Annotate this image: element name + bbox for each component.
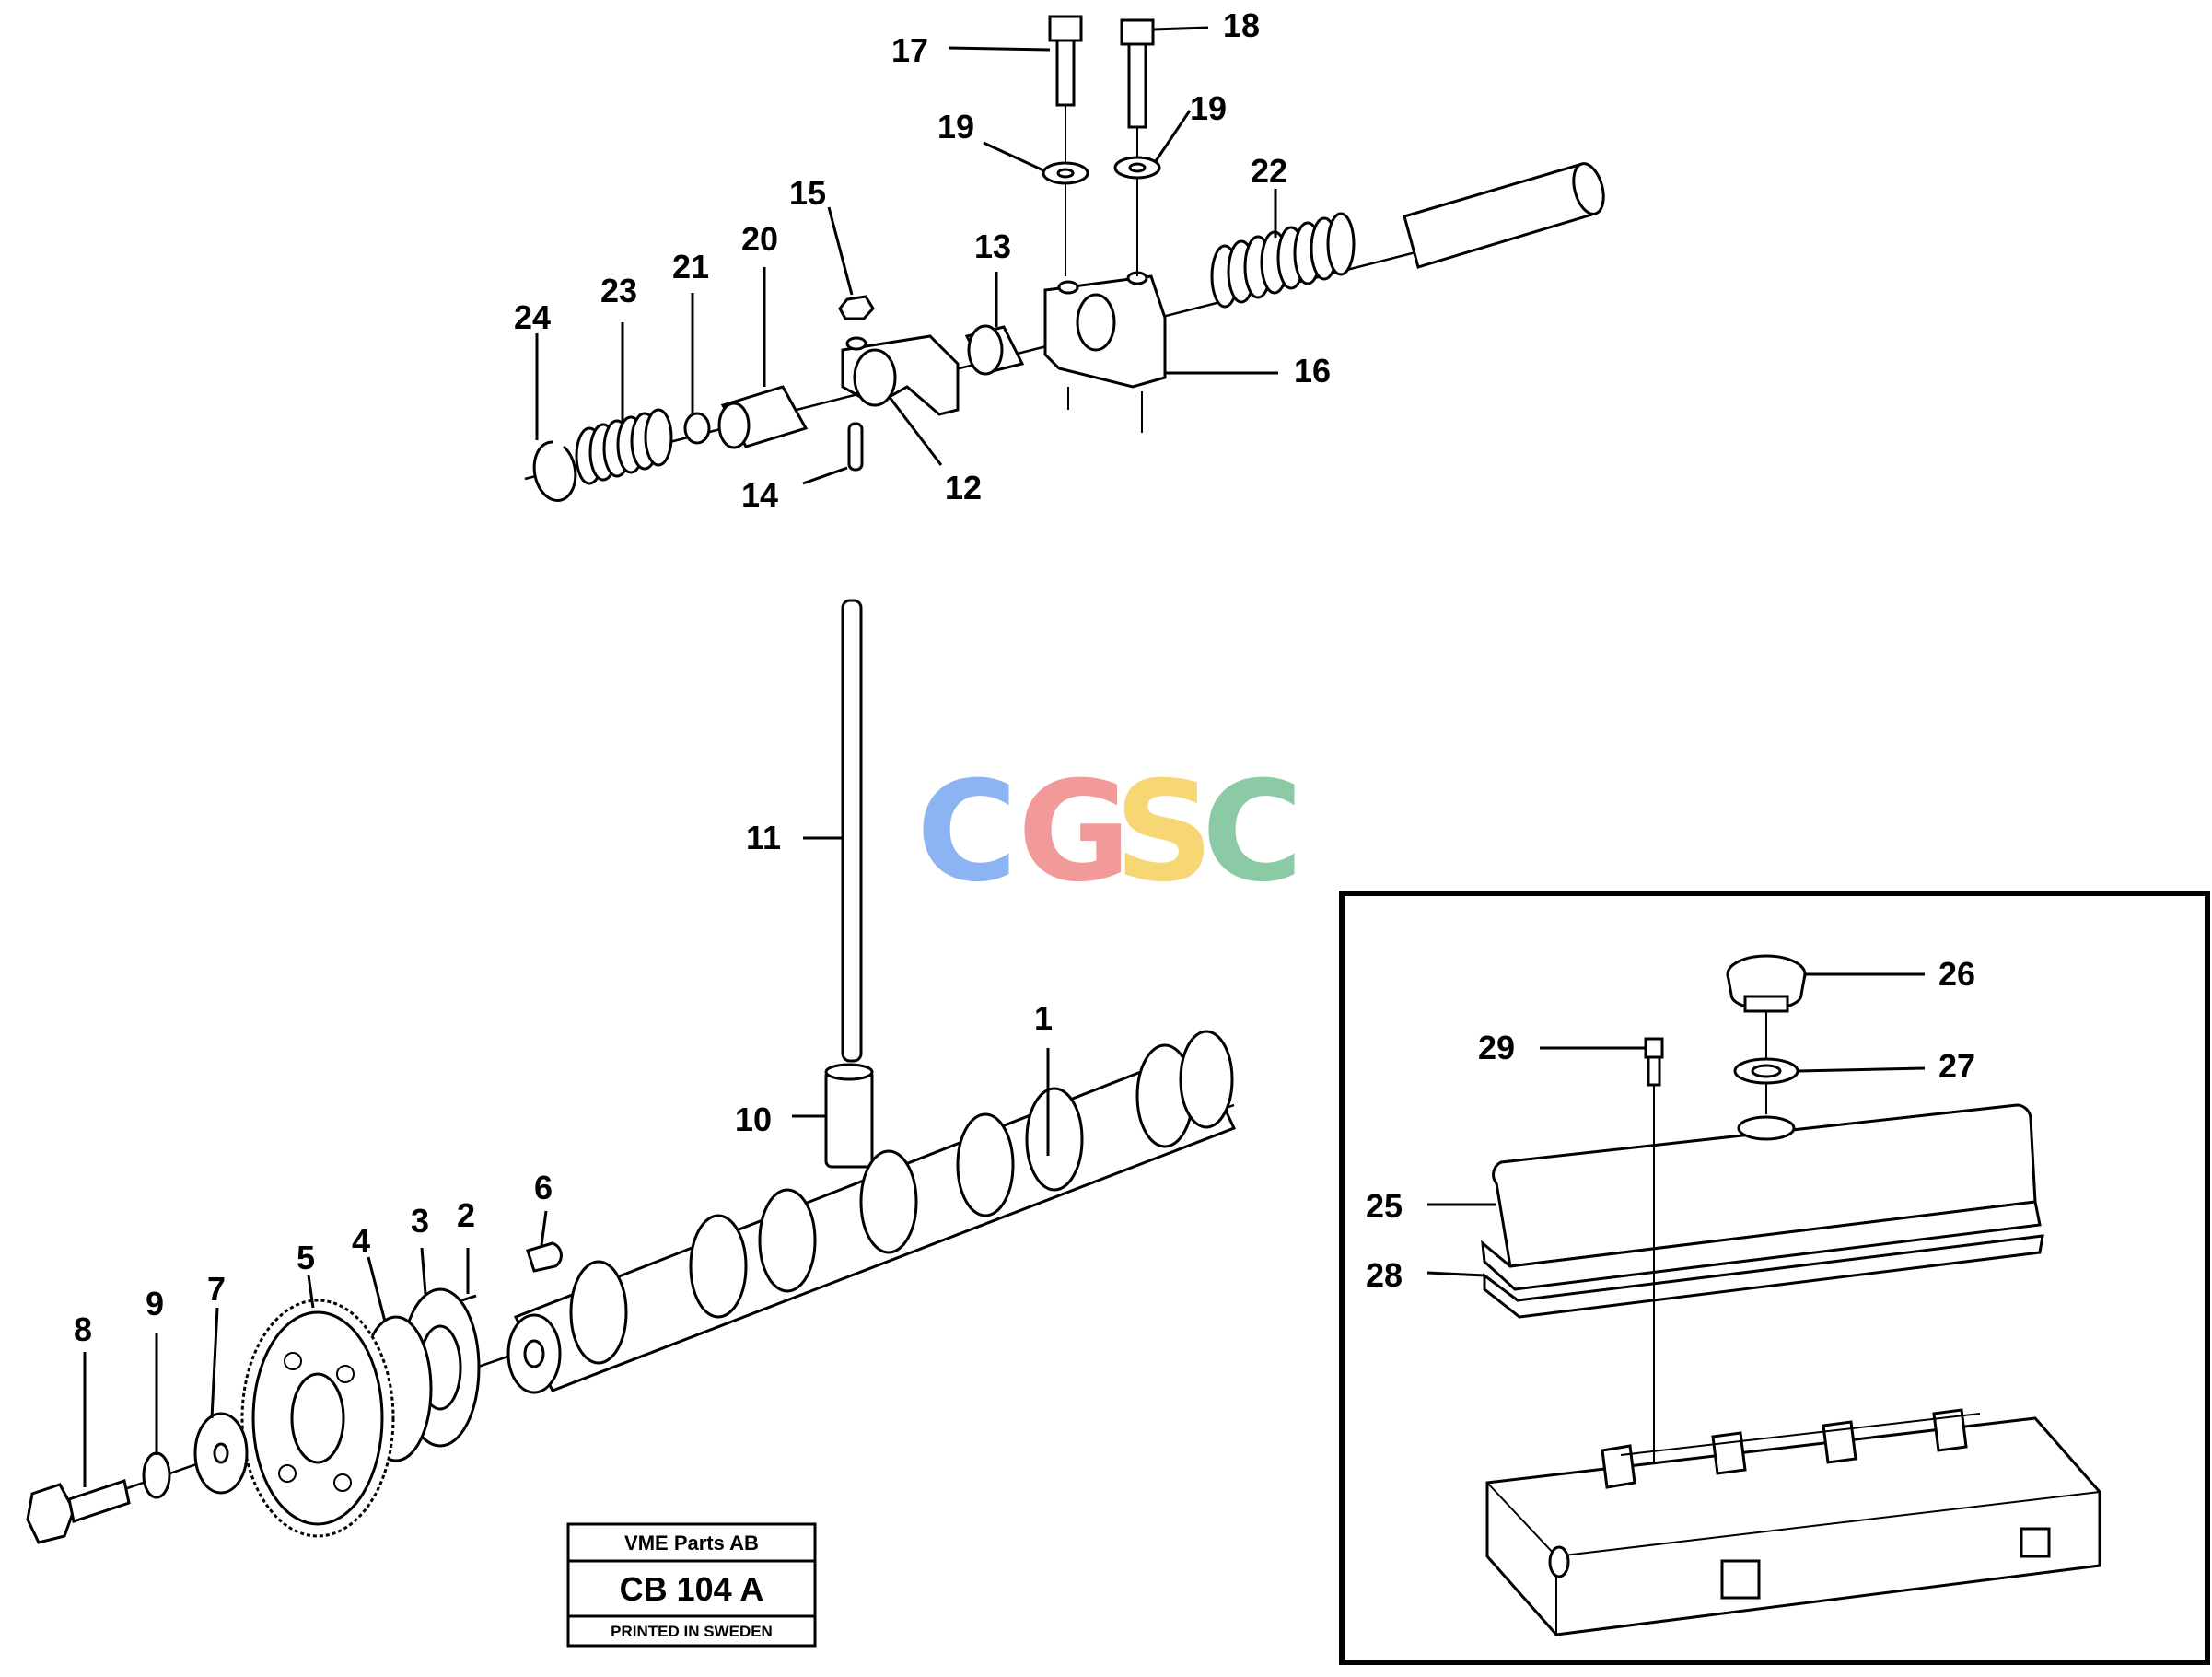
callout-10: 10 [735,1101,772,1138]
callout-6: 6 [534,1169,553,1206]
callout-28: 28 [1366,1256,1403,1294]
cover-bolt [1644,1037,1664,1510]
callout-21: 21 [672,248,709,285]
camshaft-assembly [26,1030,1237,1544]
spring-23 [575,408,673,485]
inset-frame [1339,891,2210,1665]
bolt-8 [26,1479,131,1544]
callout-24: 24 [514,298,551,336]
callout-12: 12 [945,469,982,507]
callout-labels: 1 2 3 4 5 6 7 8 9 10 11 12 13 14 15 16 1… [74,6,1975,1348]
callout-19-left: 19 [937,108,974,146]
adjusting-nut [838,295,875,320]
callout-9: 9 [146,1285,164,1322]
push-rod [841,599,863,1063]
callout-3: 3 [411,1202,429,1240]
rocker-shaft-end [1572,162,1605,215]
drawing-label-box: VME Parts AB CB 104 A PRINTED IN SWEDEN [566,1522,817,1648]
callout-2: 2 [457,1196,475,1234]
bushing-20 [717,385,809,449]
leader-lines [83,26,1926,1487]
oil-filler-cap [1726,954,1807,1013]
watermark-letter-1: C [916,752,1018,913]
callout-17: 17 [891,31,928,69]
callout-7: 7 [207,1270,226,1308]
callout-29: 29 [1478,1029,1515,1066]
printed-in-note: PRINTED IN SWEDEN [611,1623,773,1640]
watermark-letter-3: S [1114,752,1214,913]
callout-27: 27 [1938,1047,1975,1085]
callout-14: 14 [741,476,778,514]
callout-13: 13 [974,227,1011,265]
lock-washer [142,1451,171,1499]
woodruff-key [526,1241,563,1273]
valve-cover [1481,1103,2042,1291]
callout-26: 26 [1938,955,1975,993]
callout-5: 5 [297,1239,315,1276]
callout-16: 16 [1294,352,1331,390]
push-rod-and-tappet [824,599,874,1169]
callout-11: 11 [746,819,781,856]
watermark: C G S C [916,752,1303,913]
circlip [532,440,577,502]
callout-20: 20 [741,220,778,258]
inset-valve-cover [1339,891,2210,1665]
valve-cover-gasket [1483,1234,2044,1319]
tappet [824,1068,874,1169]
callout-4: 4 [352,1222,370,1260]
cylinder-head [1485,1408,2101,1636]
callout-25: 25 [1366,1187,1403,1225]
drawing-code: CB 104 A [620,1570,764,1608]
washer-21 [683,412,711,445]
company-name: VME Parts AB [624,1531,759,1555]
cam-lobes [569,1030,1234,1365]
bushing-13 [964,324,1025,376]
spring-22 [1210,212,1356,309]
adjusting-screw [847,422,864,472]
watermark-letter-2: G [1018,752,1131,913]
callout-18: 18 [1223,6,1260,44]
rocker-arm [841,334,960,416]
callout-1: 1 [1034,999,1053,1037]
bolt-18 [1120,18,1155,276]
callout-22: 22 [1251,152,1287,190]
watermark-letter-4: C [1202,752,1303,913]
callout-23: 23 [600,272,637,309]
callout-15: 15 [789,174,826,212]
rocker-arm-assembly [524,15,1605,502]
bolt-17 [1048,15,1083,276]
callout-19-right: 19 [1190,89,1227,127]
rocker-bracket [1043,271,1167,433]
callout-8: 8 [74,1310,92,1348]
